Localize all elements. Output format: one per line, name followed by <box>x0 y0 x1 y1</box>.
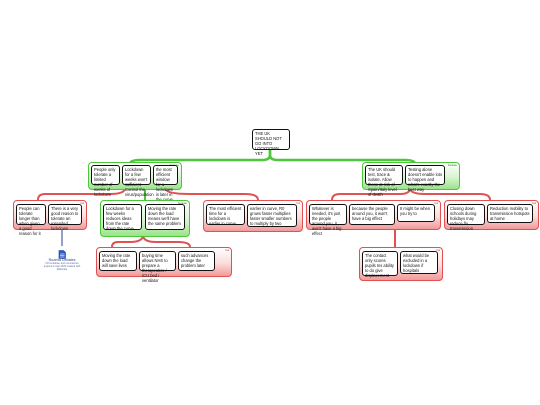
document-icon <box>58 246 66 259</box>
objection-node[interactable]: The most efficient time for a lockdown i… <box>206 204 245 226</box>
objection-node[interactable]: earlier in curve, R0 grows faster multip… <box>247 204 297 227</box>
premise-node[interactable]: The UK should test, trace & isolate, All… <box>365 165 403 197</box>
group-tag: but <box>434 202 438 205</box>
group-tag: because <box>178 202 187 205</box>
premise-node[interactable]: the most efficient window for a lockdown… <box>153 165 178 202</box>
objection-node[interactable]: because the people around you, it won't … <box>349 204 395 225</box>
group-tag: but <box>80 202 84 205</box>
link-right-obj1 <box>331 187 411 201</box>
objection-node[interactable]: There is a very good reason to tolerate … <box>48 204 82 231</box>
link-left-obj1 <box>37 187 126 201</box>
link-mid-rebut-b <box>142 234 191 248</box>
rebuttal-node[interactable]: buying time allows NHS to prepare a ther… <box>139 251 176 283</box>
group-tag: but <box>296 202 300 205</box>
link-root-right <box>268 150 417 165</box>
objection-node[interactable]: Reduction mobility to transmission hotsp… <box>487 204 533 223</box>
premise-node[interactable]: Moving the rate down the load means we'l… <box>145 204 185 230</box>
premise-node[interactable]: People only tolerate a limited number of… <box>91 165 120 197</box>
source-reference[interactable]: Rozeira Debates UK lockdown and coronavi… <box>40 246 84 271</box>
premise-node[interactable]: Lockdown for a few weeks reduces ideas f… <box>103 204 142 231</box>
source-label: Rozeira Debates <box>48 258 76 262</box>
link-left-obj2 <box>164 187 259 201</box>
objection-node[interactable]: People can tolerate longer than when giv… <box>16 204 46 236</box>
premise-node[interactable]: Lockdown for a few weeks won't sufficien… <box>122 165 154 197</box>
group-tag: but <box>225 249 229 252</box>
group-tag: but <box>532 202 536 205</box>
group-tag: but <box>436 249 440 252</box>
rebuttal-node[interactable]: such advances change the problem later <box>178 251 215 271</box>
link-right-obj2 <box>409 187 491 201</box>
objection-node[interactable]: Whatever is needed, it's just the people… <box>309 204 347 236</box>
link-mid-rebut <box>111 234 144 248</box>
objection-node[interactable]: what would be excluded in a lockdown if … <box>400 251 438 274</box>
objection-node[interactable]: The contact only scores pupils Ins abili… <box>362 251 398 278</box>
group-tag: because <box>447 164 457 167</box>
source-caption: UK lockdown and coronavirus argument map… <box>43 262 81 271</box>
objection-node[interactable]: It might be when you try to <box>397 204 435 222</box>
rebuttal-node[interactable]: Moving the rate down the load will save … <box>99 251 137 271</box>
root-claim[interactable]: THE UK SHOULD NOT GO INTO LOCKDOWN YET <box>252 129 290 156</box>
objection-node[interactable]: Closing down schools during holidays may… <box>447 204 485 231</box>
premise-node[interactable]: Testing alone doesn't enable lots to hap… <box>405 165 445 192</box>
